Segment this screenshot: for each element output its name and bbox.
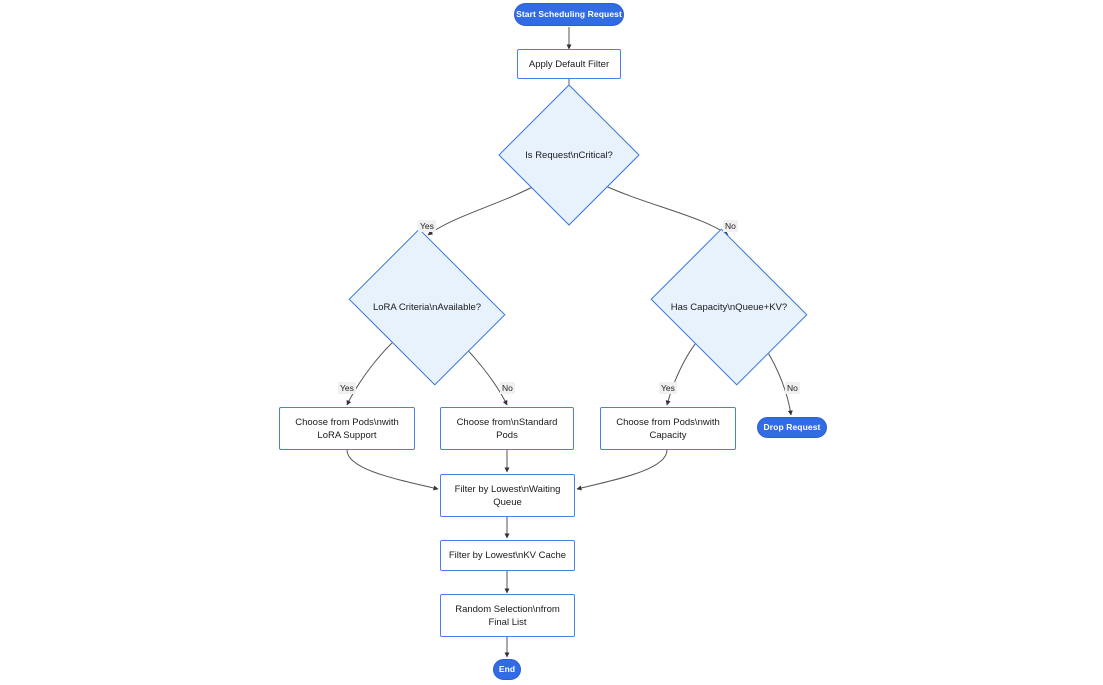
- node-choose-from-standard-pods-label: Choose from\nStandard Pods: [456, 416, 558, 441]
- node-filter-by-lowest-kv-cache[interactable]: Filter by Lowest\nKV Cache: [440, 540, 575, 571]
- edge-label-lora-yes: Yes: [338, 382, 356, 394]
- node-choose-from-pods-with-capacity-label: Choose from Pods\nwith Capacity: [616, 416, 720, 441]
- node-filter-by-lowest-waiting-queue-label: Filter by Lowest\nWaiting Queue: [454, 483, 561, 508]
- node-start-label: Start Scheduling Request: [516, 9, 622, 19]
- node-end-label: End: [498, 664, 516, 674]
- node-random-selection-from-final-list[interactable]: Random Selection\nfrom Final List: [440, 594, 575, 637]
- node-filter-by-lowest-kv-cache-label: Filter by Lowest\nKV Cache: [448, 550, 567, 561]
- edge-choose-capacity-to-filter-queue: [576, 449, 668, 491]
- node-choose-from-pods-with-lora-support-label: Choose from Pods\nwith LoRA Support: [295, 416, 399, 441]
- node-apply-default-filter[interactable]: Apply Default Filter: [517, 49, 621, 79]
- node-is-request-critical[interactable]: Is Request\nCritical?: [498, 84, 640, 226]
- edge-label-critical-no: No: [723, 220, 738, 232]
- node-drop-request-label: Drop Request: [763, 422, 821, 432]
- node-lora-criteria-available-label: LoRA Criteria\nAvailable?: [372, 301, 482, 313]
- node-random-selection-from-final-list-label: Random Selection\nfrom Final List: [455, 603, 560, 628]
- edge-label-lora-no: No: [500, 382, 515, 394]
- node-apply-default-filter-label: Apply Default Filter: [528, 58, 610, 70]
- node-drop-request[interactable]: Drop Request: [757, 417, 827, 438]
- node-end[interactable]: End: [493, 659, 521, 680]
- node-filter-by-lowest-waiting-queue[interactable]: Filter by Lowest\nWaiting Queue: [440, 474, 575, 517]
- node-choose-from-standard-pods[interactable]: Choose from\nStandard Pods: [440, 407, 574, 450]
- edge-label-critical-yes: Yes: [418, 220, 436, 232]
- node-choose-from-pods-with-lora-support[interactable]: Choose from Pods\nwith LoRA Support: [279, 407, 415, 450]
- edge-label-capacity-no: No: [785, 382, 800, 394]
- node-has-capacity-label: Has Capacity\nQueue+KV?: [670, 301, 788, 313]
- node-is-request-critical-label: Is Request\nCritical?: [525, 149, 613, 161]
- node-start[interactable]: Start Scheduling Request: [514, 3, 624, 26]
- node-lora-criteria-available[interactable]: LoRA Criteria\nAvailable?: [348, 228, 506, 386]
- node-has-capacity[interactable]: Has Capacity\nQueue+KV?: [650, 228, 808, 386]
- edge-choose-lora-to-filter-queue: [346, 449, 439, 491]
- edge-label-capacity-yes: Yes: [659, 382, 677, 394]
- node-choose-from-pods-with-capacity[interactable]: Choose from Pods\nwith Capacity: [600, 407, 736, 450]
